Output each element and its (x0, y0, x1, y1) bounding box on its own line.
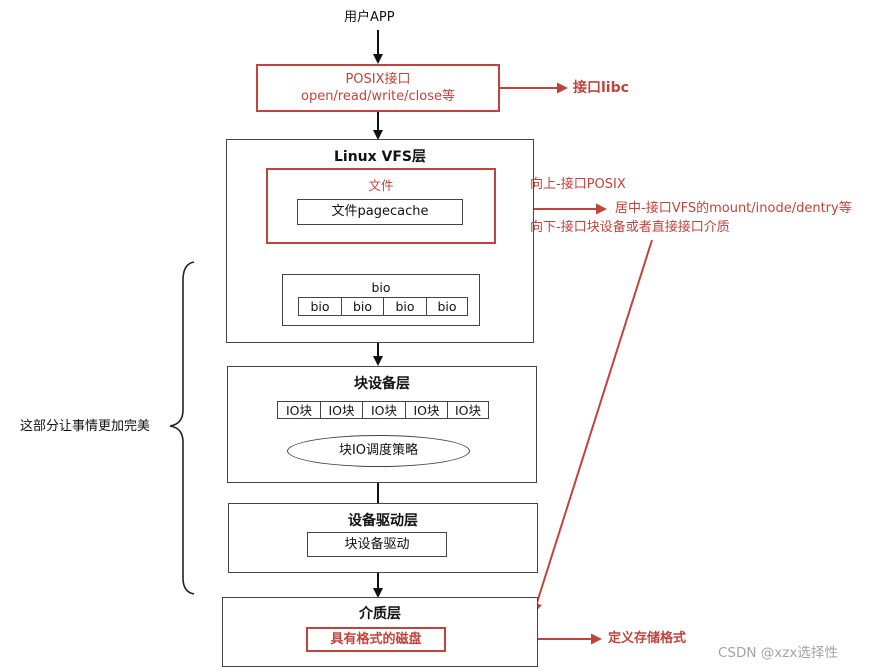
left-brace (169, 261, 195, 595)
file-label: 文件 (368, 178, 394, 193)
bio-cell: bio (426, 297, 468, 316)
io-scheduler-ellipse: 块IO调度策略 (287, 435, 470, 467)
io-scheduler-label: 块IO调度策略 (338, 443, 419, 458)
driver-layer-title: 设备驱动层 (348, 513, 418, 529)
bio-cell: bio (383, 297, 427, 316)
formatted-disk-label: 具有格式的磁盘 (330, 632, 422, 647)
posix-line2: open/read/write/close等 (300, 89, 456, 104)
io-block-cell: IO块 (362, 401, 406, 419)
posix-interface-box: POSIX接口 open/read/write/close等 (256, 64, 500, 112)
block-driver-box: 块设备驱动 (307, 532, 447, 557)
pagecache-label: 文件pagecache (331, 204, 429, 219)
bio-cell: bio (341, 297, 384, 316)
bio-title: bio (371, 280, 391, 295)
formatted-disk-box: 具有格式的磁盘 (306, 627, 446, 652)
vfs-note-down: 向下-接口块设备或者直接接口介质 (530, 220, 730, 235)
vfs-title: Linux VFS层 (333, 149, 427, 165)
io-block-cell: IO块 (320, 401, 363, 419)
io-block-cell: IO块 (447, 401, 489, 419)
brace-label: 这部分让事情更加完美 (20, 419, 151, 434)
vfs-note-up: 向上-接口POSIX (530, 177, 626, 192)
block-driver-label: 块设备驱动 (344, 537, 410, 552)
csdn-watermark: CSDN @xzx选择性 (718, 645, 838, 661)
posix-line1: POSIX接口 (345, 72, 411, 87)
medium-layer-title: 介质层 (359, 606, 401, 622)
format-label: 定义存储格式 (608, 631, 687, 646)
user-app-label: 用户APP (344, 10, 395, 25)
vfs-note-middle: 居中-接口VFS的mount/inode/dentry等 (615, 201, 852, 216)
bio-cell: bio (298, 297, 342, 316)
libc-label: 接口libc (573, 80, 629, 96)
file-box: 文件 文件pagecache (266, 168, 496, 244)
arrow-to-medium (531, 239, 653, 614)
io-block-cell: IO块 (405, 401, 448, 419)
pagecache-box: 文件pagecache (297, 199, 463, 225)
block-layer-title: 块设备层 (354, 376, 410, 392)
io-block-cell: IO块 (277, 401, 321, 419)
